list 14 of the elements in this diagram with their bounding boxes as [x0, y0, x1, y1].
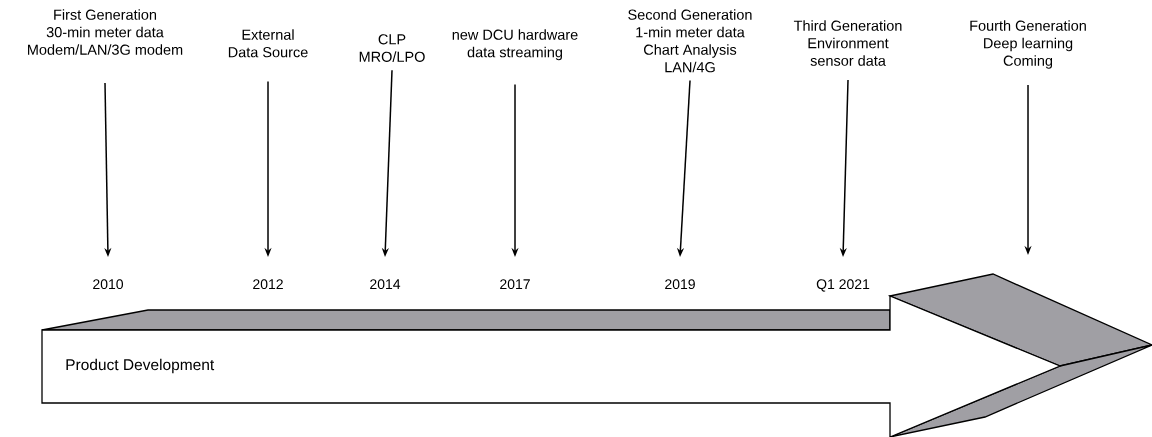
milestone-text: Third Generation Environment sensor data — [793, 20, 902, 66]
year-label: 2019 — [665, 279, 695, 290]
node-label: Product Development — [66, 358, 215, 374]
milestone-text: Second Generation 1-min meter data Chart Analysis LAN/4G — [628, 9, 752, 73]
milestone-text: CLP MRO/LPO — [359, 34, 425, 62]
year-label: 2012 — [253, 279, 283, 290]
year-label: Q1 2021 — [816, 279, 870, 292]
milestone-text: External Data Source — [228, 29, 308, 58]
milestone-text: First Generation 30-min meter data Modem/LAN/3G modem — [28, 9, 183, 55]
year-label: 2014 — [370, 279, 401, 290]
year-label: 2010 — [93, 279, 124, 290]
year-label: 2017 — [500, 279, 530, 290]
milestone-text: new DCU hardware data streaming — [452, 29, 578, 61]
milestone-text: Fourth Generation Deep learning Coming — [970, 20, 1086, 69]
